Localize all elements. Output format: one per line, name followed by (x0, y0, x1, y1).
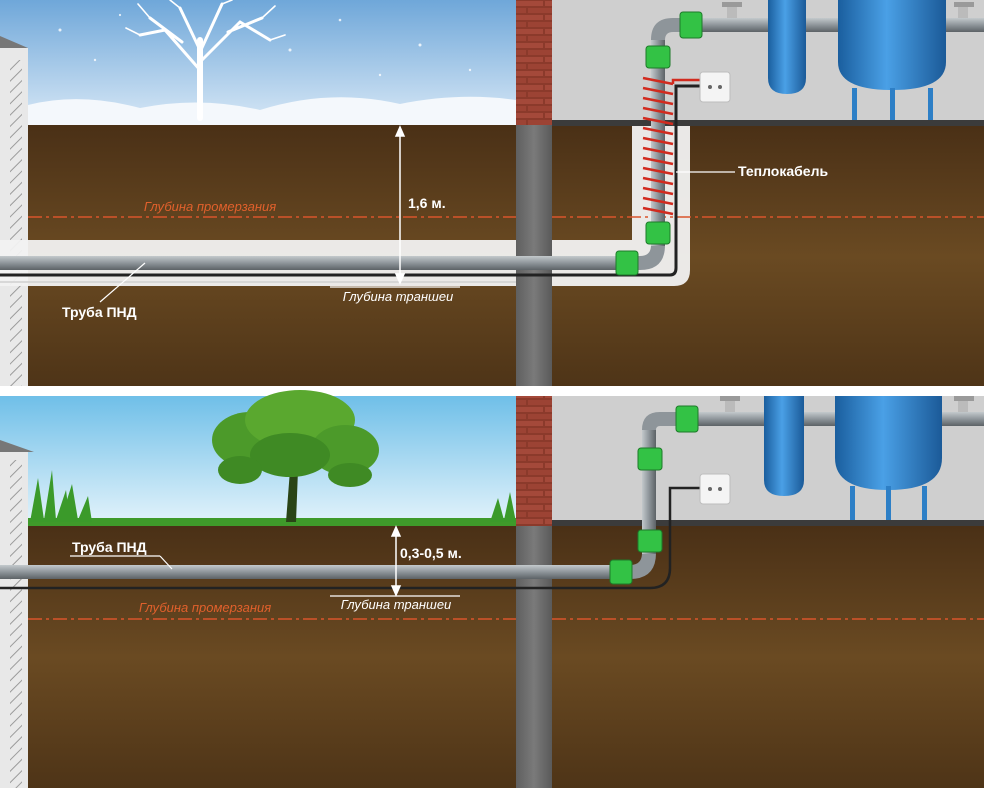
depth-arrow (394, 125, 406, 285)
grass-icon (30, 470, 516, 522)
pipe-label: Труба ПНД (62, 304, 137, 320)
pipe-label: Труба ПНД (72, 539, 147, 555)
heating-cable-label: Теплокабель (738, 163, 828, 179)
trench-depth-label: Глубина траншеи (343, 289, 454, 304)
snowflakes (58, 13, 472, 77)
bottom-panel: Глубина промерзания (0, 390, 984, 788)
valve-icon (722, 2, 974, 18)
tree-icon (212, 390, 379, 522)
top-panel: Глубина промерзания (0, 0, 984, 388)
depth-value: 0,3-0,5 м. (400, 545, 462, 561)
power-outlet-icon (699, 71, 731, 103)
hdpe-pipe (0, 256, 620, 270)
heating-cable-coil (642, 76, 700, 216)
water-tank-icon (768, 0, 946, 120)
brick-wall-icon (516, 0, 552, 125)
valve-icon (720, 396, 974, 412)
water-tank-icon (764, 396, 942, 520)
frost-depth-label: Глубина промерзания (139, 600, 271, 615)
brick-wall-icon (516, 396, 552, 526)
hdpe-pipe (0, 565, 620, 579)
pipe-fittings (615, 11, 703, 276)
frost-depth-label: Глубина промерзания (144, 199, 276, 214)
tree-icon (125, 0, 286, 121)
power-outlet-icon (699, 473, 731, 505)
snow-drift (28, 96, 516, 125)
trench-depth-label: Глубина траншеи (341, 597, 452, 612)
depth-arrow (390, 525, 402, 597)
panel-divider (0, 386, 984, 396)
pipe-fittings (609, 405, 699, 585)
depth-value: 1,6 м. (408, 195, 446, 211)
